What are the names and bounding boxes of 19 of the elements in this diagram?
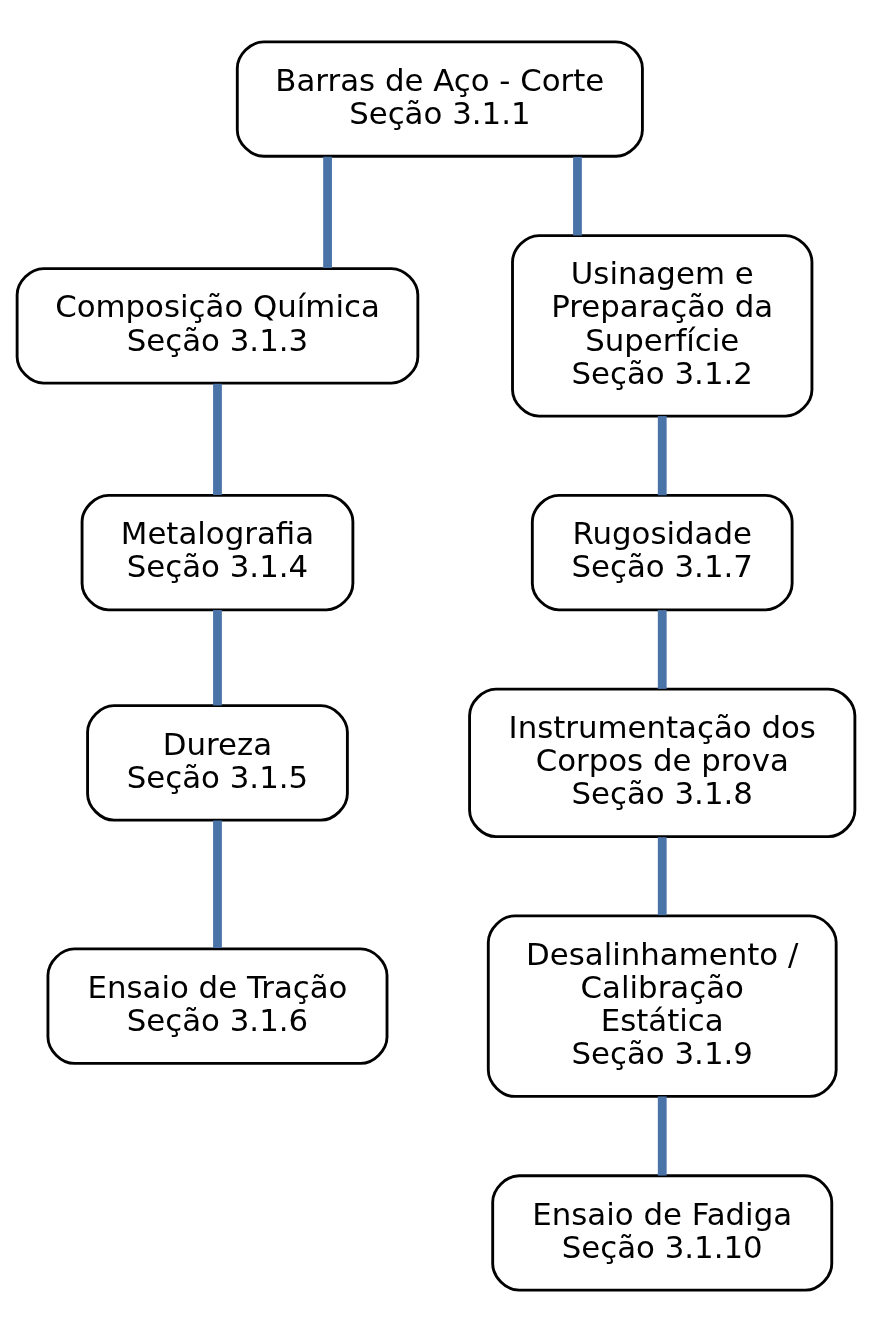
node-box: Metalografia Seção 3.1.4 xyxy=(80,493,355,611)
connector xyxy=(657,1095,667,1176)
node-box: Usinagem e Preparação da Superfície Seção 3.1.2 xyxy=(511,233,814,418)
node-box: Ensaio de Tração Seção 3.1.6 xyxy=(46,947,389,1065)
node-box: Dureza Seção 3.1.5 xyxy=(86,703,349,822)
connector xyxy=(323,156,332,268)
node-box: Barras de Aço - Corte Seção 3.1.1 xyxy=(235,39,644,158)
connector xyxy=(657,415,667,495)
connector xyxy=(573,156,582,235)
node-box: Instrumentação dos Corpos de prova Seção 3.1.8 xyxy=(468,687,857,838)
node-box: Ensaio de Fadiga Seção 3.1.10 xyxy=(491,1173,834,1292)
node-box: Rugosidade Seção 3.1.7 xyxy=(530,493,794,611)
connector xyxy=(213,820,222,948)
connector xyxy=(657,836,667,915)
connector xyxy=(657,609,667,689)
node-box: Composição Química Seção 3.1.3 xyxy=(15,266,420,384)
node-box: Desalinhamento / Calibração Estática Seção 3.1.9 xyxy=(486,913,838,1098)
connector xyxy=(213,383,222,495)
connector xyxy=(213,609,222,705)
